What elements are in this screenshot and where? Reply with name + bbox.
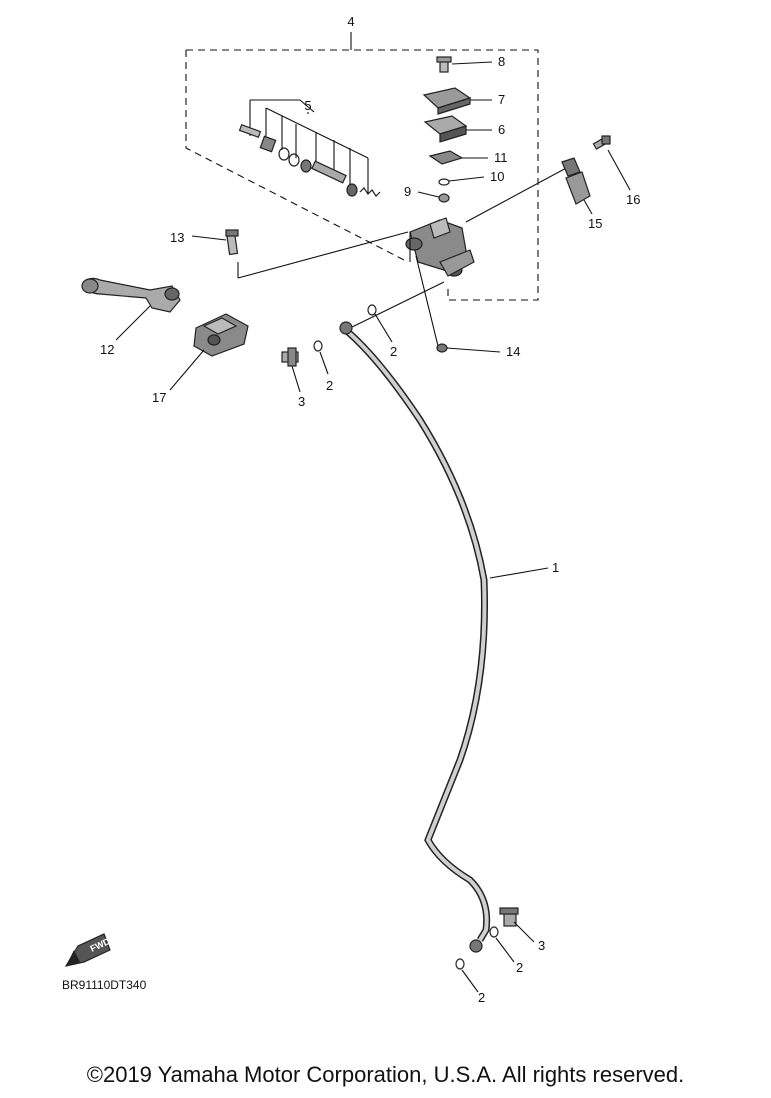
callout-2-lower-right: 2 [516,960,523,975]
oring-part-10 [438,178,450,186]
nut-part-14 [436,343,448,353]
callout-2-upper-left: 2 [326,378,333,393]
washer-lower-right [489,926,499,938]
parts-diagram: FWD 4 8 7 6 5 11 10 9 16 15 13 12 17 14 … [64,14,640,1005]
callout-3-upper: 3 [298,394,305,409]
callout-2-upper-right: 2 [390,344,397,359]
callout-6: 6 [498,122,505,137]
callout-14: 14 [506,344,520,359]
callout-9: 9 [404,184,411,199]
washer-lower-left [455,958,465,970]
callout-8: 8 [498,54,505,69]
washer-upper-left [313,340,323,352]
copyright-notice: ©2019 Yamaha Motor Corporation, U.S.A. A… [86,1062,685,1087]
callout-7: 7 [498,92,505,107]
fwd-arrow-icon: FWD [64,933,112,967]
callout-10: 10 [490,169,504,184]
drawing-code-label: BR91110DT340 [62,978,147,992]
switch-bracket-part-17 [193,313,249,357]
callout-3-lower: 3 [538,938,545,953]
banjo-bolt-lower [499,907,519,927]
clamp-part-15 [561,157,591,205]
banjo-bolt-upper [281,347,299,367]
brake-hose-part-1 [339,321,491,953]
pivot-bolt-part-13 [225,229,239,256]
diaphragm-part-11 [428,150,464,165]
callout-2-lower-left: 2 [478,990,485,1005]
washer-upper-right [367,304,377,316]
master-cylinder-body [405,217,475,277]
callout-13: 13 [170,230,184,245]
callout-11: 11 [494,150,508,165]
callout-16: 16 [626,192,640,207]
clamp-bolt-part-16 [592,135,611,150]
callout-15: 15 [588,216,602,231]
callout-17: 17 [152,390,166,405]
callout-5: 5 [304,98,311,113]
callout-1: 1 [552,560,559,575]
piston-kit-part-5 [238,99,381,197]
lever-part-12 [81,277,181,313]
reservoir-cap-part-7 [422,87,472,115]
plate-part-6 [423,115,468,143]
screw-part-8 [436,56,452,73]
bolt-part-9 [438,193,450,203]
assembly-boundary [185,49,539,301]
callout-12: 12 [100,342,114,357]
callout-4: 4 [347,14,354,29]
